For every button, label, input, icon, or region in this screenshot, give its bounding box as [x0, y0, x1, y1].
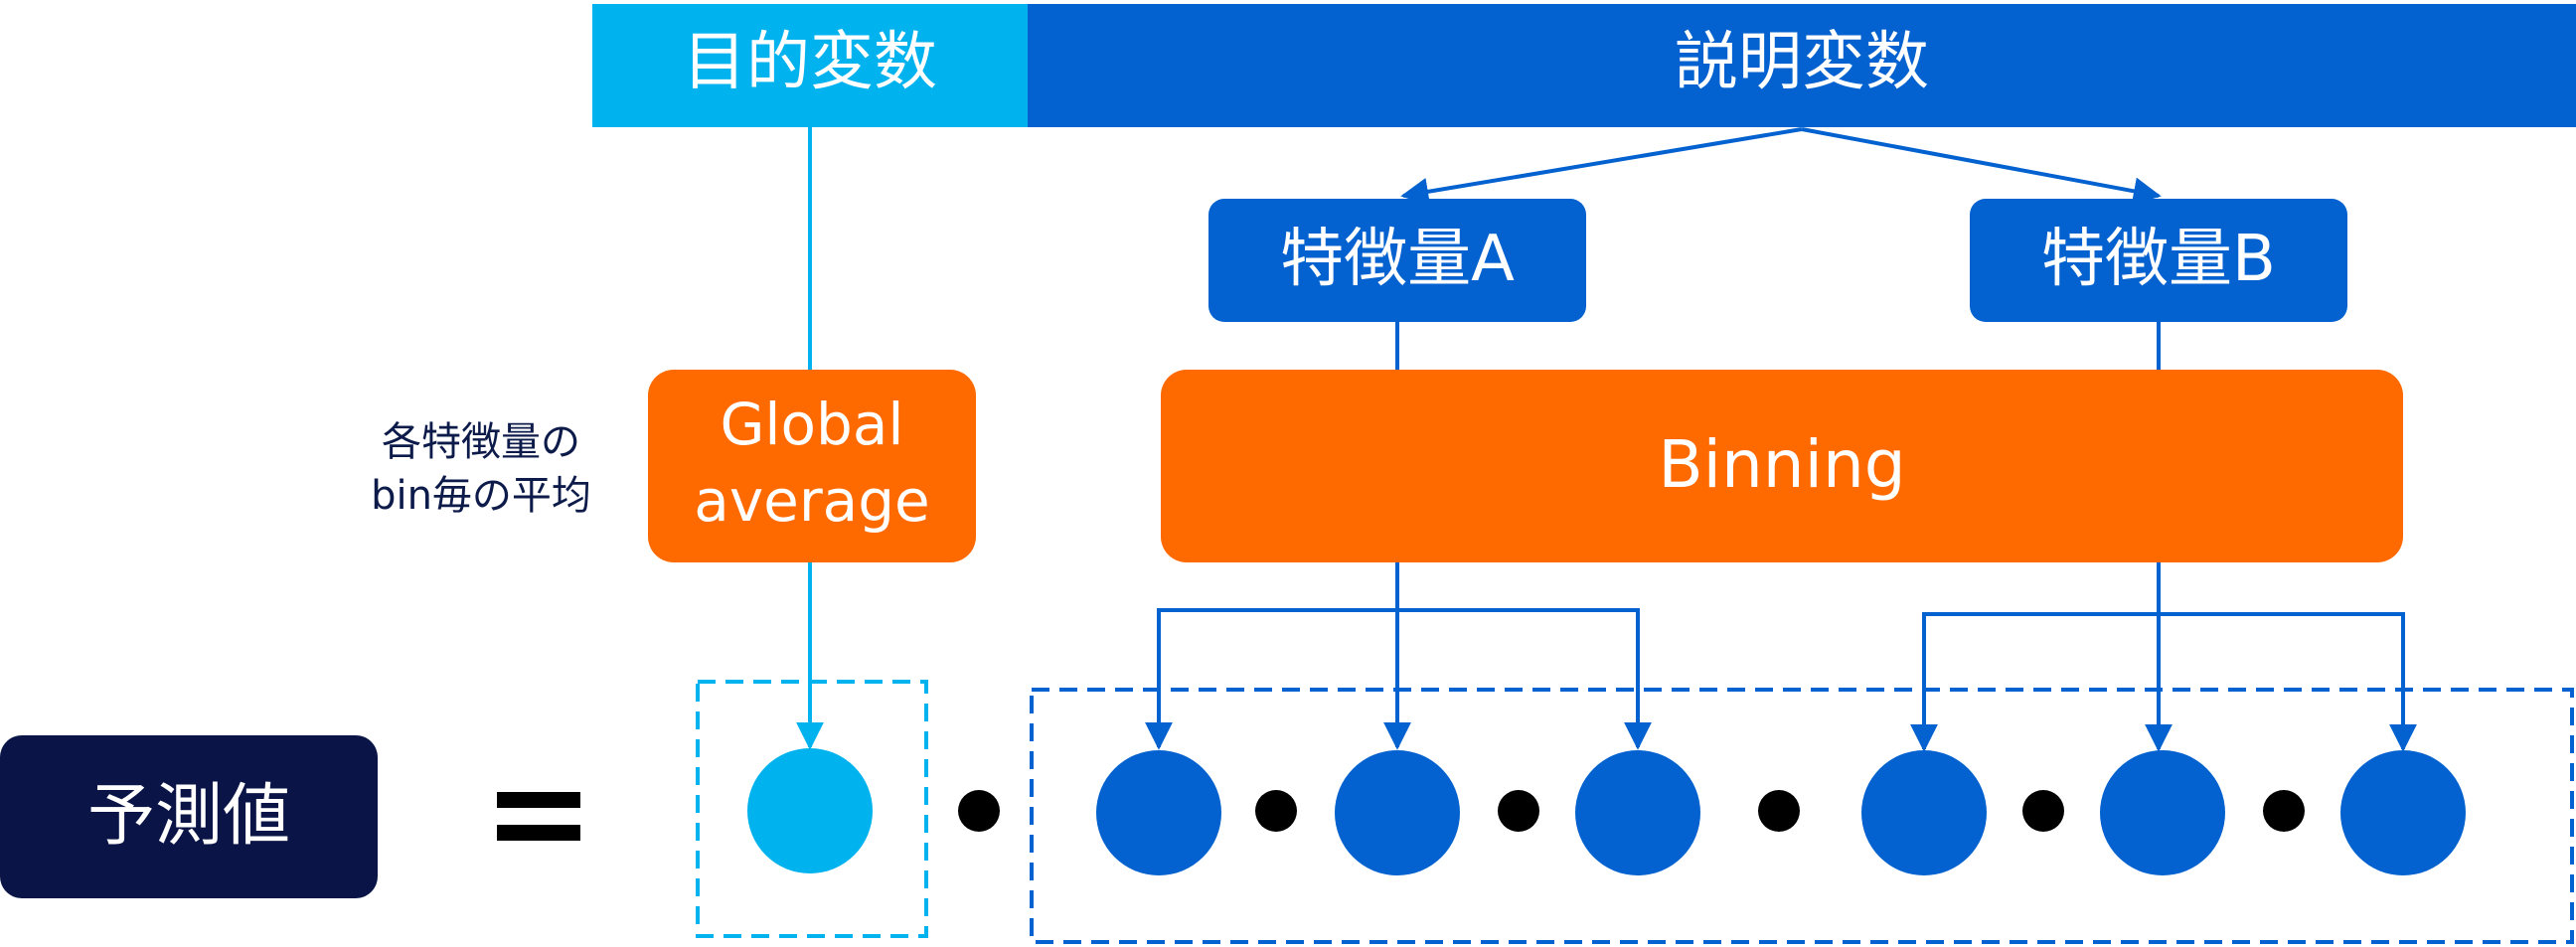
arrow-binning-to-b-bin-3 — [2159, 612, 2417, 752]
feature-b-bin-1 — [1861, 750, 1987, 875]
feature-a-box — [1208, 199, 1586, 322]
multiplication-dot-icon — [2022, 790, 2064, 832]
global-average-group — [696, 680, 928, 938]
feature-a-label: 特徴量A — [1280, 223, 1515, 296]
binning-box — [1161, 370, 2403, 562]
arrow-binning-to-a-bins — [1145, 562, 1399, 750]
bin-average-note-line2: bin毎の平均 — [371, 473, 591, 519]
feature-b-bin-3 — [2340, 750, 2466, 875]
global-average-factor — [747, 748, 873, 873]
equals-icon — [497, 792, 580, 841]
prediction-label: 予測値 — [87, 777, 290, 856]
arrow-binning-to-b-bins — [1910, 562, 2161, 752]
multiplication-dot-icon — [958, 790, 1000, 832]
multiplication-dot-icon — [1498, 790, 1539, 832]
prediction-box — [0, 735, 378, 898]
arrow-to-feature-b — [1801, 127, 2162, 206]
multiplication-dot-icon — [1255, 790, 1297, 832]
target-variable-label: 目的変数 — [683, 26, 937, 99]
bin-average-note: 各特徴量の — [382, 419, 580, 465]
global-average-box — [648, 370, 976, 562]
feature-b-box — [1970, 199, 2347, 322]
target-variable-header — [592, 4, 1028, 127]
arrow-binning-to-a-bin-3 — [1397, 608, 1652, 750]
feature-a-bin-3 — [1575, 750, 1700, 875]
feature-a-bin-2 — [1335, 750, 1460, 875]
explanatory-variable-header — [1028, 4, 2576, 127]
multiplication-dot-icon — [2263, 790, 2305, 832]
feature-b-bin-2 — [2100, 750, 2225, 875]
feature-a-bin-1 — [1096, 750, 1221, 875]
multiplication-dot-icon — [1758, 790, 1800, 832]
bin-averages-group — [1030, 688, 2574, 944]
feature-b-label: 特徴量B — [2041, 223, 2276, 296]
global-average-label-line2: average — [694, 467, 929, 535]
explanatory-variable-label: 説明変数 — [1675, 26, 1929, 99]
arrow-to-feature-a — [1400, 127, 1803, 206]
binning-label: Binning — [1658, 426, 1905, 503]
global-average-label: Global — [720, 391, 903, 458]
